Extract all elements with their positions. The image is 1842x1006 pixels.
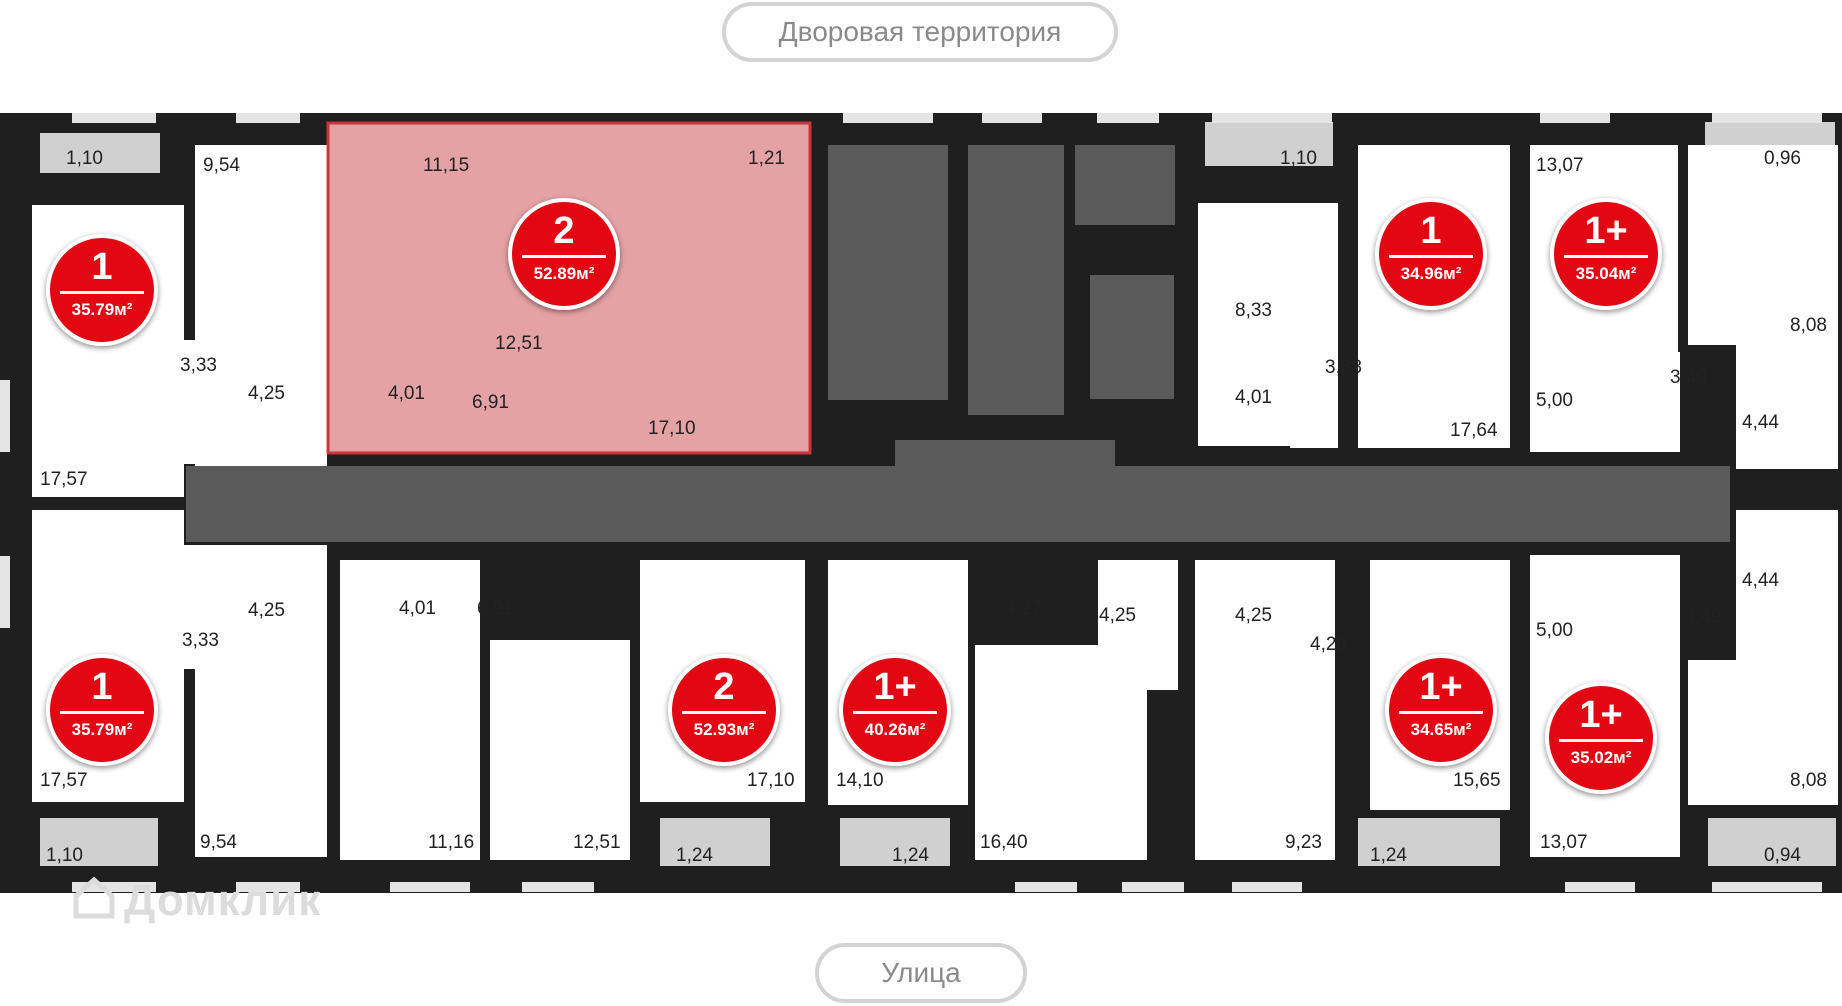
room-area: 4,01 — [1235, 387, 1272, 408]
room-area: 14,10 — [836, 770, 884, 791]
room-area: 4,01 — [399, 598, 436, 619]
home-icon — [73, 876, 115, 919]
street-label: Улица — [815, 943, 1027, 1003]
room-area: 4,25 — [248, 600, 285, 621]
room-area: 4,44 — [1742, 570, 1779, 591]
room-area: 17,64 — [1450, 420, 1498, 441]
room-area: 13,07 — [1536, 155, 1584, 176]
room-area: 4,27 — [1005, 598, 1042, 619]
room-area: 5,00 — [1536, 620, 1573, 641]
room-area: 1,21 — [748, 148, 785, 169]
room-area: 17,10 — [747, 770, 795, 791]
room-area: 6,91 — [477, 598, 514, 619]
stair-core — [828, 145, 1175, 470]
room-area: 1,24 — [892, 845, 929, 866]
room-area: 3,49 — [1670, 367, 1707, 388]
windows — [0, 113, 1822, 892]
room-area: 9,54 — [200, 832, 237, 853]
rooms-bottom — [32, 510, 1838, 860]
watermark: Домклик — [124, 876, 322, 925]
apartment-badge[interactable]: 1+34.65м² — [1385, 654, 1497, 766]
room-area: 15,65 — [1453, 770, 1501, 791]
room-area: 17,10 — [648, 418, 696, 439]
yard-label: Дворовая территория — [722, 2, 1118, 62]
room-area: 0,94 — [1764, 845, 1801, 866]
room-area: 6,91 — [472, 392, 509, 413]
room-area: 4,01 — [388, 383, 425, 404]
room-area: 12,51 — [573, 832, 621, 853]
room-area: 9,54 — [203, 155, 240, 176]
room-area: 1,10 — [66, 148, 103, 169]
room-area: 11,16 — [428, 832, 475, 853]
room-area: 4,25 — [1235, 605, 1272, 626]
room-area: 3,33 — [180, 355, 217, 376]
room-area: 8,08 — [1790, 315, 1827, 336]
room-area: 5,00 — [1536, 390, 1573, 411]
corridor — [186, 466, 1730, 542]
room-area: 17,57 — [40, 770, 88, 791]
room-area: 4,25 — [248, 383, 285, 404]
room-area: 0,96 — [1764, 148, 1801, 169]
room-area: 1,10 — [1280, 148, 1317, 169]
room-area: 3,49 — [1685, 607, 1722, 628]
room-area: 16,40 — [980, 832, 1028, 853]
room-area: 4,28 — [1310, 634, 1347, 655]
room-area: 3,33 — [182, 630, 219, 651]
apartment-badge[interactable]: 1+35.02м² — [1545, 682, 1657, 794]
room-area: 9,23 — [1285, 832, 1322, 853]
room-area: 8,33 — [1235, 300, 1272, 321]
apartment-badge[interactable]: 1+35.04м² — [1550, 198, 1662, 310]
apartment-badge[interactable]: 1+40.26м² — [839, 654, 951, 766]
room-area: 12,51 — [495, 333, 543, 354]
room-area: 13,07 — [1540, 832, 1588, 853]
room-area: 17,57 — [40, 469, 88, 490]
room-area: 4,25 — [1099, 605, 1136, 626]
balconies — [40, 122, 1836, 866]
room-area: 8,08 — [1790, 770, 1827, 791]
room-area: 1,24 — [1370, 845, 1407, 866]
room-area: 1,24 — [676, 845, 713, 866]
room-area: 3,88 — [1325, 357, 1362, 378]
room-area: 11,15 — [423, 155, 470, 176]
room-area: 1,10 — [46, 845, 83, 866]
room-area: 4,44 — [1742, 412, 1779, 433]
